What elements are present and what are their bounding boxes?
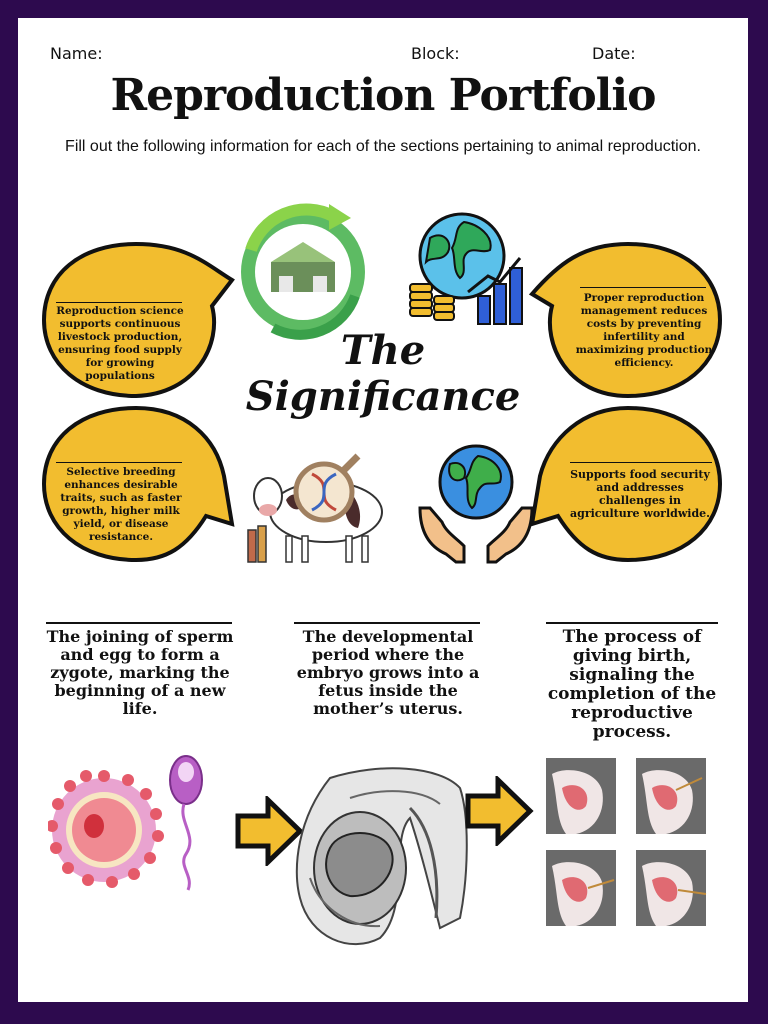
answer-line <box>56 302 182 303</box>
speech-bubble-bottom-left <box>41 405 235 563</box>
hands-globe-icon <box>418 444 534 564</box>
cow-dna-icon <box>247 453 383 563</box>
bubble-text-top-left: Reproduction science supports continuous… <box>56 305 184 382</box>
name-label: Name: <box>50 44 103 63</box>
significance-title-line1: The <box>340 327 426 374</box>
significance-title-line2: Significance <box>245 373 521 420</box>
page-title: Reproduction Portfolio <box>110 70 657 121</box>
bubble-text-bottom-left: Selective breeding enhances desirable tr… <box>60 466 182 543</box>
block-label: Block: <box>411 44 460 63</box>
right-arrow-icon <box>465 776 534 846</box>
answer-line <box>570 462 712 463</box>
birth-stages-illustration <box>536 750 718 936</box>
worksheet-page: Name: Block: Date: Reproduction Portfoli… <box>18 18 748 1002</box>
stage-text-parturition: The process of giving birth, signaling t… <box>547 627 717 742</box>
globe-finance-icon <box>409 212 523 325</box>
significance-title: The Significance <box>238 328 528 420</box>
page-subtitle: Fill out the following information for e… <box>65 138 701 155</box>
bubble-text-bottom-right: Supports food security and addresses cha… <box>570 468 711 520</box>
stage-text-gestation: The developmental period where the embry… <box>296 627 480 718</box>
bubble-text-top-right: Proper reproduction management reduces c… <box>575 292 713 369</box>
speech-bubble-bottom-right <box>529 405 723 563</box>
right-arrow-icon <box>235 796 304 866</box>
date-label: Date: <box>592 44 636 63</box>
answer-line <box>580 287 706 288</box>
answer-line-gestation <box>294 622 480 624</box>
answer-line <box>56 462 182 463</box>
answer-line-parturition <box>546 622 718 624</box>
fetus-uterus-illustration <box>295 767 468 946</box>
speech-bubble-top-right <box>528 241 723 399</box>
stage-text-fertilization: The joining of sperm and egg to form a z… <box>46 627 234 718</box>
egg-sperm-illustration <box>48 755 203 891</box>
recycle-farm-icon <box>241 203 365 340</box>
answer-line-fertilization <box>46 622 232 624</box>
speech-bubble-top-left <box>41 241 235 399</box>
